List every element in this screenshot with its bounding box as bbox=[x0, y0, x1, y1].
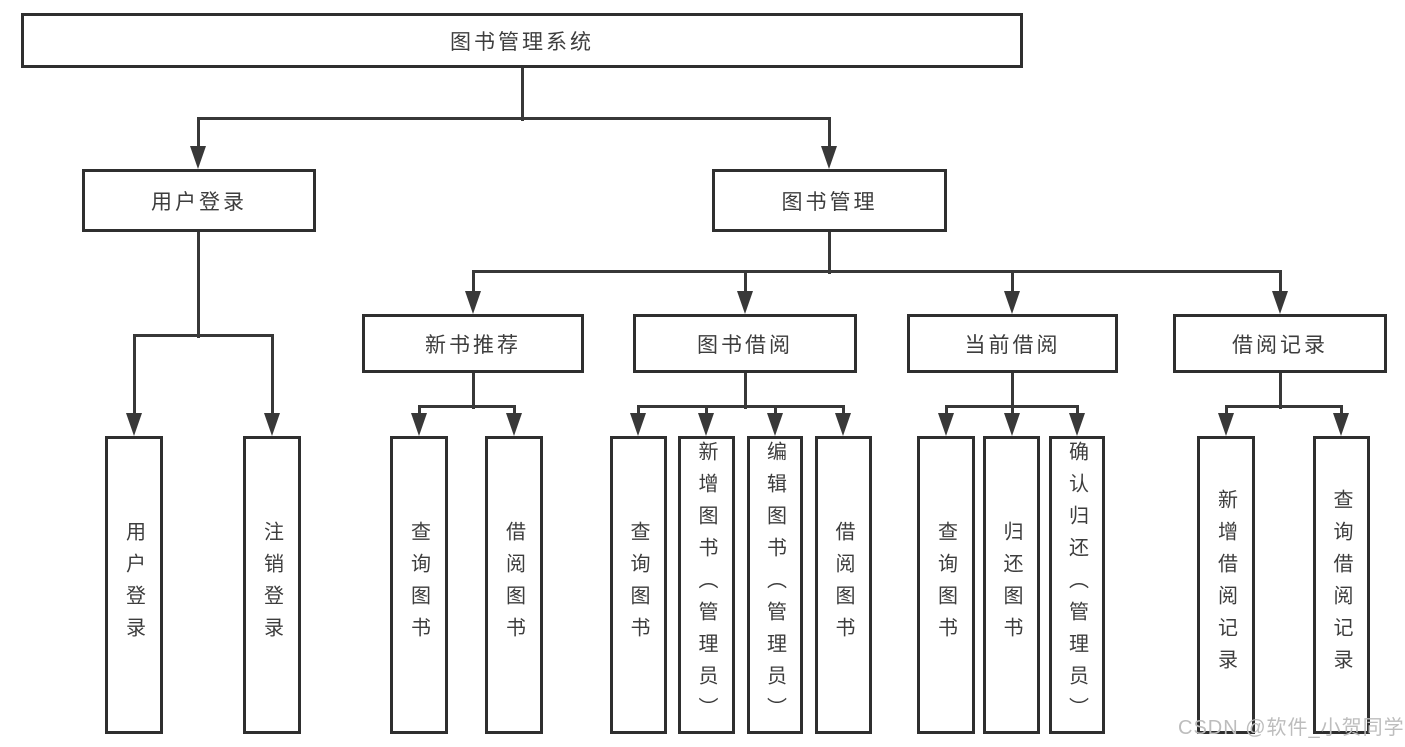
connector-line bbox=[197, 116, 831, 120]
connector-line bbox=[704, 406, 708, 417]
connector-line bbox=[944, 406, 948, 417]
arrowhead-down-icon bbox=[465, 291, 481, 314]
arrowhead-down-icon bbox=[1004, 291, 1020, 314]
arrowhead-down-icon bbox=[737, 291, 753, 314]
node-label: 借阅图书 bbox=[832, 521, 854, 649]
node-label: 当前借阅 bbox=[964, 333, 1061, 357]
watermark: CSDN @软件_小贺同学 bbox=[1178, 717, 1405, 739]
connector-line bbox=[1339, 406, 1343, 417]
node-label: 注销登录 bbox=[260, 521, 283, 649]
connector-line bbox=[743, 373, 747, 409]
node-leaf-add-books: 新增图书（管理员） bbox=[678, 436, 735, 734]
connector-line bbox=[417, 406, 421, 417]
arrowhead-down-icon bbox=[630, 413, 646, 436]
node-label: 图书管理 bbox=[781, 190, 878, 214]
connector-line bbox=[512, 406, 516, 417]
node-label: 查询图书 bbox=[934, 521, 957, 649]
node-current-borrow: 当前借阅 bbox=[907, 314, 1118, 373]
node-leaf-query-record: 查询借阅记录 bbox=[1313, 436, 1370, 734]
connector-line bbox=[743, 271, 747, 294]
node-label: 借阅图书 bbox=[502, 521, 525, 649]
connector-line bbox=[1278, 271, 1282, 294]
node-leaf-query-books-3: 查询图书 bbox=[917, 436, 975, 734]
connector-line bbox=[1278, 373, 1282, 409]
connector-line bbox=[636, 406, 640, 417]
node-label: 查询图书 bbox=[407, 521, 430, 649]
node-leaf-return-books: 归还图书 bbox=[983, 436, 1040, 734]
arrowhead-down-icon bbox=[835, 413, 851, 436]
node-leaf-query-books-2: 查询图书 bbox=[610, 436, 667, 734]
connector-line bbox=[827, 118, 831, 150]
node-label: 新增图书（管理员） bbox=[695, 441, 717, 729]
connector-line bbox=[637, 404, 845, 408]
arrowhead-down-icon bbox=[821, 146, 837, 169]
node-leaf-confirm-return: 确认归还（管理员） bbox=[1049, 436, 1105, 734]
connector-line bbox=[1010, 271, 1014, 294]
node-book-borrow: 图书借阅 bbox=[633, 314, 857, 373]
arrowhead-down-icon bbox=[190, 146, 206, 169]
node-borrow-records: 借阅记录 bbox=[1173, 314, 1387, 373]
node-label: 新增借阅记录 bbox=[1214, 489, 1237, 681]
connector-line bbox=[1075, 406, 1079, 417]
arrowhead-down-icon bbox=[698, 413, 714, 436]
node-leaf-query-books-1: 查询图书 bbox=[390, 436, 448, 734]
connector-line bbox=[773, 406, 777, 417]
arrowhead-down-icon bbox=[1333, 413, 1349, 436]
connector-line bbox=[1225, 404, 1343, 408]
connector-line bbox=[472, 269, 1282, 273]
node-label: 新书推荐 bbox=[425, 333, 521, 357]
connector-line bbox=[471, 271, 475, 294]
node-user-login: 用户登录 bbox=[82, 169, 316, 232]
connector-line bbox=[1224, 406, 1228, 417]
node-label: 借阅记录 bbox=[1232, 333, 1328, 357]
arrowhead-down-icon bbox=[411, 413, 427, 436]
connector-line bbox=[1010, 406, 1014, 417]
connector-line bbox=[471, 373, 475, 409]
node-leaf-borrow-books-2: 借阅图书 bbox=[815, 436, 872, 734]
arrowhead-down-icon bbox=[126, 413, 142, 436]
node-label: 图书借阅 bbox=[697, 333, 793, 357]
connector-line bbox=[520, 68, 524, 121]
node-leaf-user-login: 用户登录 bbox=[105, 436, 163, 734]
node-label: 归还图书 bbox=[1000, 521, 1022, 649]
arrowhead-down-icon bbox=[767, 413, 783, 436]
connector-line bbox=[196, 118, 200, 150]
node-leaf-edit-books: 编辑图书（管理员） bbox=[747, 436, 803, 734]
arrowhead-down-icon bbox=[1272, 291, 1288, 314]
connector-line bbox=[841, 406, 845, 417]
connector-line bbox=[196, 232, 200, 338]
arrowhead-down-icon bbox=[1218, 413, 1234, 436]
node-label: 用户登录 bbox=[122, 521, 145, 649]
arrowhead-down-icon bbox=[506, 413, 522, 436]
connector-line bbox=[418, 404, 516, 408]
node-root: 图书管理系统 bbox=[21, 13, 1023, 68]
node-label: 编辑图书（管理员） bbox=[763, 441, 786, 729]
arrowhead-down-icon bbox=[1069, 413, 1085, 436]
connector-line bbox=[827, 232, 831, 274]
node-leaf-logout: 注销登录 bbox=[243, 436, 301, 734]
node-leaf-borrow-books-1: 借阅图书 bbox=[485, 436, 543, 734]
node-label: 图书管理系统 bbox=[450, 30, 594, 54]
node-label: 用户登录 bbox=[151, 190, 247, 214]
node-label: 查询借阅记录 bbox=[1330, 489, 1352, 681]
node-label: 查询图书 bbox=[627, 521, 649, 649]
node-book-mgmt: 图书管理 bbox=[712, 169, 947, 232]
arrowhead-down-icon bbox=[938, 413, 954, 436]
arrowhead-down-icon bbox=[1004, 413, 1020, 436]
connector-line bbox=[270, 335, 274, 417]
node-new-book-rec: 新书推荐 bbox=[362, 314, 584, 373]
node-label: 确认归还（管理员） bbox=[1065, 441, 1088, 729]
connector-line bbox=[1010, 373, 1014, 409]
node-leaf-add-record: 新增借阅记录 bbox=[1197, 436, 1255, 734]
connector-line bbox=[133, 333, 274, 337]
connector-line bbox=[945, 404, 1079, 408]
connector-line bbox=[132, 335, 136, 417]
arrowhead-down-icon bbox=[264, 413, 280, 436]
